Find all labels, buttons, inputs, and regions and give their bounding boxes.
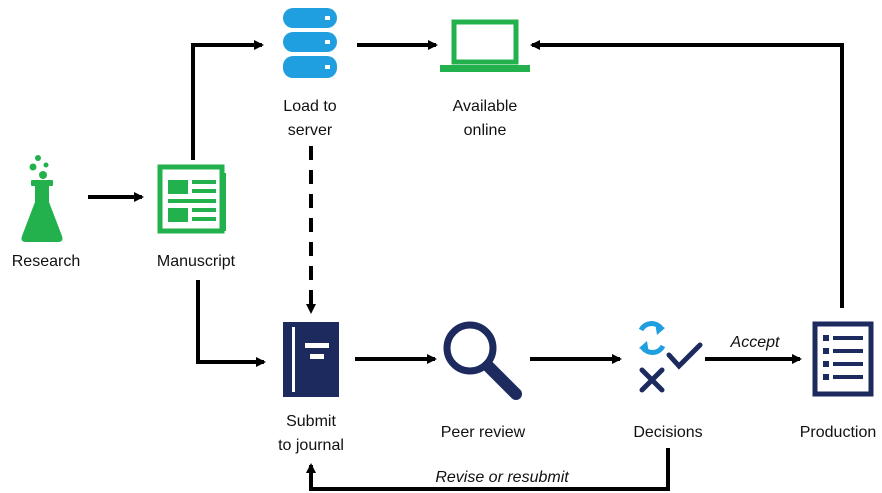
arrow-production-to-online bbox=[530, 40, 844, 308]
server-label: Load to server bbox=[262, 95, 358, 143]
journal-label-line1: Submit bbox=[286, 413, 336, 430]
decisions-label: Decisions bbox=[633, 424, 703, 441]
laptop-icon bbox=[440, 19, 530, 72]
production-label: Production bbox=[799, 424, 877, 441]
peer-review-label: Peer review bbox=[440, 424, 526, 441]
decisions-icon bbox=[638, 321, 703, 393]
online-label-line2: online bbox=[463, 122, 507, 139]
magnifier-icon bbox=[443, 321, 522, 400]
online-label: Available online bbox=[432, 95, 538, 143]
accept-edge-label: Accept bbox=[730, 334, 780, 351]
journal-label: Submit to journal bbox=[258, 410, 364, 458]
manuscript-label: Manuscript bbox=[156, 253, 236, 270]
research-label: Research bbox=[11, 253, 81, 270]
server-label-line1: Load to bbox=[283, 98, 337, 115]
arrow-manuscript-to-server bbox=[191, 40, 264, 160]
journal-label-line2: to journal bbox=[278, 437, 344, 454]
checklist-icon bbox=[812, 321, 874, 397]
arrow-decisions-to-journal-revise bbox=[306, 448, 670, 491]
revise-edge-label: Revise or resubmit bbox=[435, 469, 569, 486]
newspaper-icon bbox=[157, 164, 226, 234]
online-label-line1: Available bbox=[452, 98, 518, 115]
arrow-manuscript-to-journal bbox=[196, 280, 266, 367]
book-icon bbox=[283, 322, 339, 397]
database-icon bbox=[283, 8, 337, 78]
flask-icon bbox=[21, 155, 63, 242]
server-label-line2: server bbox=[287, 122, 333, 139]
